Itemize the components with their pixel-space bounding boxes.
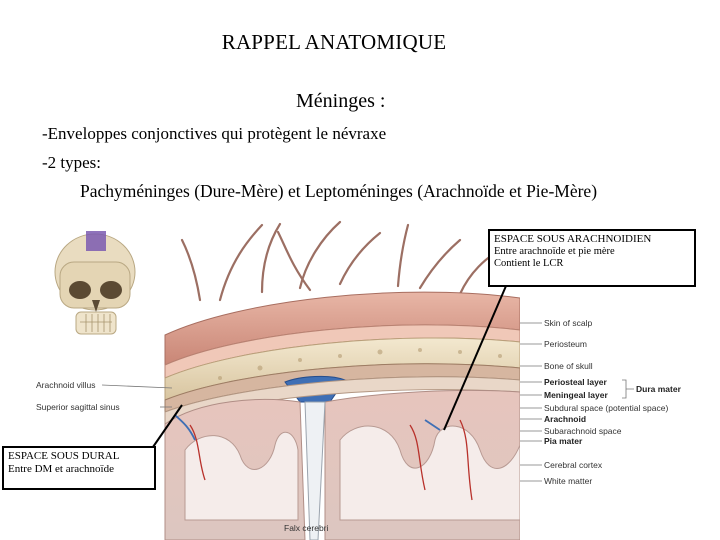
label-arachnoid: Arachnoid bbox=[544, 414, 587, 424]
callout-subarachnoid-title: ESPACE SOUS ARACHNOIDIEN bbox=[494, 233, 652, 245]
callout-subdural-title: ESPACE SOUS DURAL bbox=[8, 450, 120, 462]
meninges-illustration bbox=[54, 220, 720, 540]
label-white: White matter bbox=[544, 476, 593, 486]
label-bone: Bone of skull bbox=[544, 361, 593, 371]
label-subdural: Subdural space (potential space) bbox=[544, 403, 669, 413]
label-villus: Arachnoid villus bbox=[36, 380, 96, 390]
slide-title: RAPPEL ANATOMIQUE bbox=[221, 30, 447, 54]
bullet-line-3: Pachyméninges (Dure-Mère) et Leptoméning… bbox=[80, 181, 598, 201]
label-pia: Pia mater bbox=[544, 436, 583, 446]
callout-subdural-line1: Entre DM et arachnoïde bbox=[8, 462, 114, 475]
callout-subdural-space: ESPACE SOUS DURAL Entre DM et arachnoïde bbox=[2, 446, 156, 490]
label-cortex: Cerebral cortex bbox=[544, 460, 603, 470]
bullet-line-1: -Enveloppes conjonctives qui protègent l… bbox=[42, 124, 387, 143]
label-subarachnoid: Subarachnoid space bbox=[544, 426, 622, 436]
callout-subarachnoid-space: ESPACE SOUS ARACHNOIDIEN Entre arachnoïd… bbox=[488, 229, 696, 287]
callout-subarachnoid-line1: Entre arachnoïde et pie mère bbox=[494, 245, 615, 257]
label-dura: Dura mater bbox=[636, 384, 681, 394]
label-periosteum: Periosteum bbox=[544, 339, 587, 349]
label-sinus: Superior sagittal sinus bbox=[36, 402, 120, 412]
label-falx: Falx cerebri bbox=[284, 523, 329, 533]
bullet-line-2: -2 types: bbox=[42, 153, 102, 172]
label-periosteal: Periosteal layer bbox=[544, 377, 607, 387]
skull-icon bbox=[54, 231, 136, 335]
label-skin: Skin of scalp bbox=[544, 318, 593, 328]
slide-subtitle: Méninges : bbox=[296, 90, 386, 112]
label-meningeal: Meningeal layer bbox=[544, 390, 608, 400]
callout-subarachnoid-line2: Contient le LCR bbox=[494, 258, 564, 269]
